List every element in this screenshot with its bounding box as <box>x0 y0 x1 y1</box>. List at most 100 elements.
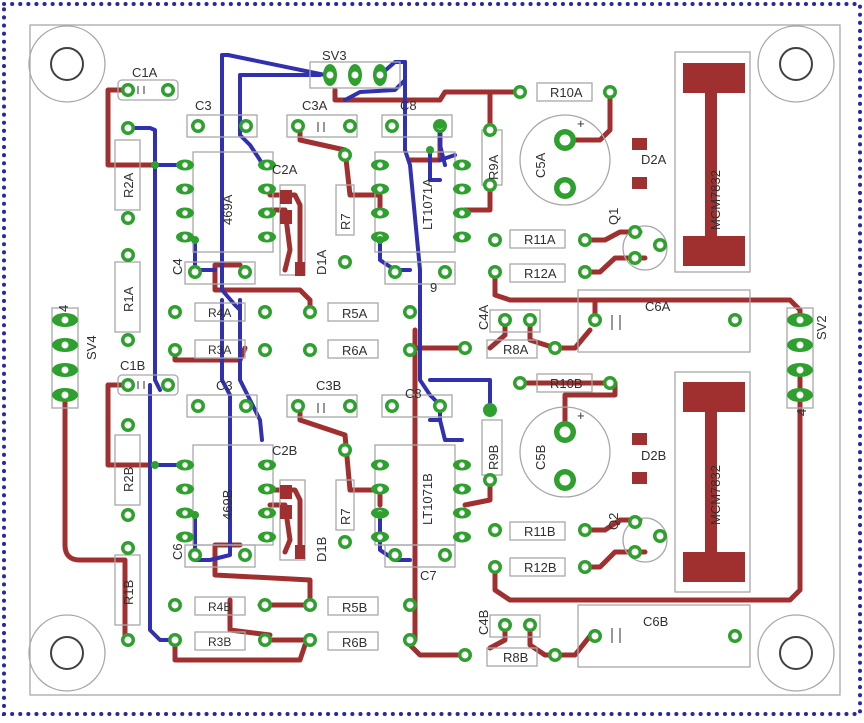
label-r7a: R7 <box>338 213 353 230</box>
pad-hole <box>731 316 739 324</box>
pad-hole <box>491 236 499 244</box>
pad-hole <box>171 601 179 609</box>
via <box>426 146 434 154</box>
pad-hole <box>261 601 269 609</box>
label-c2b: C2B <box>272 443 297 458</box>
pad-hole <box>346 122 354 130</box>
label-q1: Q1 <box>606 208 621 225</box>
label-c1b: C1B <box>120 358 145 373</box>
pad-hole <box>294 122 302 130</box>
via <box>191 511 199 519</box>
label-r3b: R3B <box>208 635 231 649</box>
pad-hole <box>124 511 132 519</box>
pad-hole <box>164 381 172 389</box>
pad-hole <box>459 234 465 240</box>
pad-hole <box>486 181 494 189</box>
label-q2: Q2 <box>606 513 621 530</box>
pad-hole <box>124 124 132 132</box>
pad-hole <box>459 534 465 540</box>
label-d2a: D2A <box>641 152 667 167</box>
pad-hole <box>591 632 599 640</box>
pad-hole <box>631 254 639 262</box>
label-r9b: R9B <box>486 445 501 470</box>
pad-hole <box>61 316 69 324</box>
label-c4a: C4A <box>476 304 491 330</box>
pad-hole <box>377 186 383 192</box>
label-r11a: R11A <box>524 232 556 247</box>
pad-hole <box>124 336 132 344</box>
label-r2a: R2A <box>121 172 136 198</box>
label-r10b: R10B <box>550 376 583 391</box>
pad-hole <box>459 162 465 168</box>
label-r10a: R10A <box>550 85 583 100</box>
label-c9: 9 <box>430 280 437 295</box>
label-c5a-plus: + <box>577 116 585 131</box>
pad-hole <box>461 651 469 659</box>
pad-hole <box>351 71 359 79</box>
pad-hole <box>796 366 804 374</box>
pad-hole <box>377 486 383 492</box>
label-r5b: R5B <box>342 600 367 615</box>
label-r6a: R6A <box>342 343 368 358</box>
pad-hole <box>264 234 270 240</box>
pad-hole <box>796 341 804 349</box>
pad-hole <box>459 210 465 216</box>
regulator-tabs <box>280 63 745 582</box>
pad-hole <box>182 486 188 492</box>
pad-hole <box>459 186 465 192</box>
mounting-holes <box>28 25 835 692</box>
pad-hole <box>124 251 132 259</box>
via <box>486 406 494 414</box>
pad-hole <box>171 346 179 354</box>
label-c3b: C3B <box>316 378 341 393</box>
label-d2b: D2B <box>641 448 666 463</box>
label-c8-lower: C8 <box>405 386 422 401</box>
pad-hole <box>406 636 414 644</box>
pad-hole <box>264 462 270 468</box>
label-c3: C3 <box>195 98 212 113</box>
pad-hole <box>124 421 132 429</box>
via <box>151 461 159 469</box>
label-r7b: R7 <box>338 508 353 525</box>
pad-hole <box>631 518 639 526</box>
pad-hole <box>491 563 499 571</box>
pad-hole <box>194 122 202 130</box>
label-r8b: R8B <box>503 650 528 665</box>
pad-hole <box>182 186 188 192</box>
pad-hole <box>559 134 571 146</box>
label-c4b: C4B <box>476 610 491 635</box>
pad-hole <box>796 391 804 399</box>
pad-hole <box>516 88 524 96</box>
pad-hole <box>264 162 270 168</box>
label-c6b: C6B <box>643 614 668 629</box>
pad-hole <box>441 551 449 559</box>
label-sv2-pin: 4 <box>794 409 809 416</box>
pad-hole <box>656 241 664 249</box>
label-r12b: R12B <box>524 560 557 575</box>
pad-hole <box>459 462 465 468</box>
pad-hole <box>261 636 269 644</box>
pad-hole <box>388 122 396 130</box>
label-c6: C6 <box>170 543 185 560</box>
pad-hole <box>61 366 69 374</box>
pad-hole <box>406 346 414 354</box>
pad-hole <box>459 510 465 516</box>
label-r12a: R12A <box>524 266 557 281</box>
pad-hole <box>306 636 314 644</box>
pad-hole <box>191 268 199 276</box>
pad-hole <box>346 402 354 410</box>
via <box>376 511 384 519</box>
pad-hole <box>242 402 250 410</box>
label-c8: C8 <box>400 98 417 113</box>
pad-hole <box>182 462 188 468</box>
pad-hole <box>581 563 589 571</box>
pad-hole <box>264 510 270 516</box>
label-c7: C7 <box>420 568 437 583</box>
label-r6b: R6B <box>342 635 367 650</box>
label-c5a: C5A <box>533 152 548 178</box>
pad-hole <box>241 268 249 276</box>
pad-hole <box>461 344 469 352</box>
label-c4: C4 <box>170 258 185 275</box>
pad-hole <box>306 601 314 609</box>
